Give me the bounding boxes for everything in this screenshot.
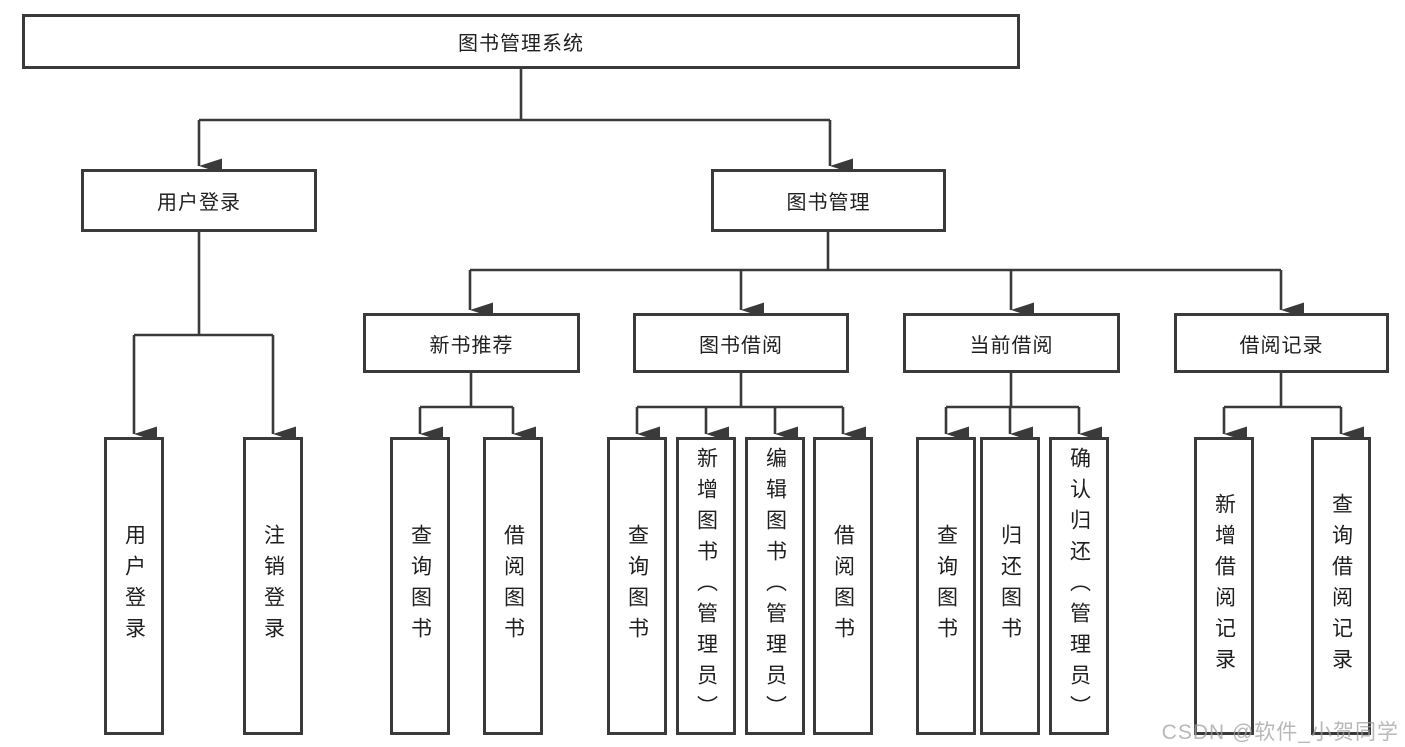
connector-borrow-trunk: [637, 373, 843, 409]
connector-recommend-trunk: [420, 373, 513, 409]
leaf-logout: 注销登录: [243, 437, 303, 735]
node-book-borrowing: 图书借阅: [633, 313, 849, 373]
leaf-current-query-books: 查询图书: [916, 437, 976, 735]
leaf-current-return-books: 归还图书: [980, 437, 1040, 735]
node-user-login-group: 用户登录: [81, 169, 317, 232]
connector-records-trunk: [1224, 373, 1341, 409]
connector-user-trunk: [134, 232, 273, 337]
connector-mgmt-trunk: [470, 232, 1281, 272]
node-new-book-recommend: 新书推荐: [363, 313, 580, 373]
node-current-borrowing: 当前借阅: [903, 313, 1120, 373]
node-system-root: 图书管理系统: [22, 14, 1020, 69]
node-borrowing-records: 借阅记录: [1174, 313, 1389, 373]
leaf-recommend-borrow-books: 借阅图书: [483, 437, 543, 735]
csdn-watermark: CSDN @软件_小贺同学: [1161, 721, 1399, 744]
leaf-borrow-add-books-admin: 新增图书（管理员）: [676, 437, 736, 735]
connector-current-trunk: [946, 373, 1079, 409]
leaf-borrow-borrow-books: 借阅图书: [813, 437, 873, 735]
leaf-recommend-query-books: 查询图书: [390, 437, 450, 735]
leaf-borrow-query-books: 查询图书: [607, 437, 667, 735]
leaf-current-confirm-return-admin: 确认归还（管理员）: [1049, 437, 1109, 735]
leaf-records-query-record: 查询借阅记录: [1311, 437, 1371, 735]
node-book-management: 图书管理: [711, 169, 946, 232]
leaf-borrow-edit-books-admin: 编辑图书（管理员）: [745, 437, 805, 735]
leaf-records-add-record: 新增借阅记录: [1194, 437, 1254, 735]
connector-root-trunk: [199, 69, 830, 122]
leaf-user-login: 用户登录: [104, 437, 164, 735]
